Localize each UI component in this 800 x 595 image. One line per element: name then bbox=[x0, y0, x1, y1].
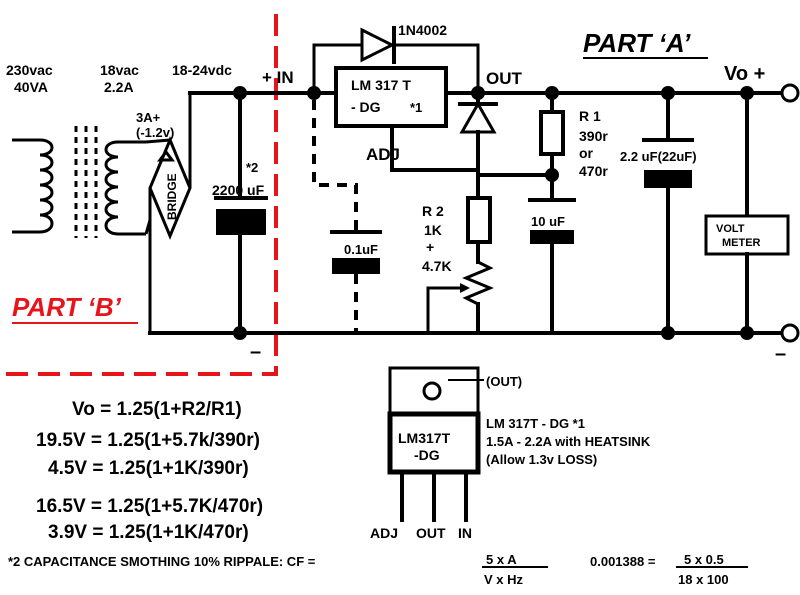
formula-0: Vo = 1.25(1+R2/R1) bbox=[72, 399, 242, 420]
r2-value-plus: + bbox=[426, 239, 434, 255]
package-pin-out: OUT bbox=[416, 525, 446, 541]
capacitor-0-1uf bbox=[312, 100, 382, 333]
formula-1: 19.5V = 1.25(1+5.7k/390r) bbox=[36, 430, 260, 451]
primary-voltage: 230vac bbox=[6, 62, 53, 78]
capacitor-2200uf bbox=[214, 86, 268, 340]
package-pin-adj: ADJ bbox=[370, 525, 398, 541]
voltmeter bbox=[704, 86, 790, 340]
r2-value-2: 4.7K bbox=[422, 258, 452, 274]
left-minus-label: – bbox=[250, 341, 261, 363]
output-minus-label: – bbox=[775, 343, 786, 365]
footer-example-numerator: 5 x 0.5 bbox=[684, 552, 724, 567]
resistor-r1 bbox=[476, 86, 565, 182]
secondary-current: 2.2A bbox=[104, 79, 134, 95]
regulator-in-label: + IN bbox=[262, 68, 294, 87]
notes-line3: (Allow 1.3v LOSS) bbox=[486, 452, 597, 467]
regulator-line2: - DG bbox=[351, 99, 381, 115]
regulator-out-label: OUT bbox=[486, 69, 523, 88]
output-plus-label: Vo + bbox=[724, 63, 765, 85]
r1-value-2: 470r bbox=[579, 163, 608, 179]
primary-power: 40VA bbox=[14, 79, 48, 95]
r1-value-or: or bbox=[579, 145, 594, 161]
cap-main-value: 2200 uF bbox=[212, 182, 265, 198]
voltmeter-line1: VOLT bbox=[716, 223, 745, 235]
bridge-rating: 3A+ bbox=[136, 110, 161, 125]
formula-3: 16.5V = 1.25(1+5.7K/470r) bbox=[36, 496, 263, 517]
cap-adj-value: 0.1uF bbox=[344, 242, 378, 257]
secondary-voltage: 18vac bbox=[100, 62, 139, 78]
terminal-plus[interactable] bbox=[780, 83, 800, 103]
notes-line2: 1.5A - 2.2A with HEATSINK bbox=[486, 434, 651, 449]
package-pin-in: IN bbox=[458, 525, 472, 541]
package-body-line2: -DG bbox=[414, 447, 440, 463]
cap-main-note: *2 bbox=[246, 160, 258, 175]
regulator-line1: LM 317 T bbox=[351, 77, 411, 93]
resistor-r2 bbox=[426, 168, 494, 335]
package-body-line1: LM317T bbox=[398, 430, 451, 446]
voltmeter-line2: METER bbox=[722, 237, 761, 249]
regulator-adj-label: ADJ bbox=[366, 145, 400, 164]
bridge-label: BRIDGE bbox=[165, 173, 179, 220]
transformer bbox=[12, 126, 146, 238]
footer-text: *2 CAPACITANCE SMOTHING 10% RIPPALE: CF … bbox=[8, 554, 316, 569]
package-to220 bbox=[387, 366, 484, 522]
footer-example-lhs: 0.001388 = bbox=[590, 554, 656, 569]
capacitor-10uf bbox=[528, 173, 576, 335]
footer-cf-denominator: V x Hz bbox=[484, 572, 524, 587]
terminal-minus[interactable] bbox=[780, 323, 800, 343]
part-a-title: PART ‘A’ bbox=[583, 28, 691, 58]
part-b-title: PART ‘B’ bbox=[12, 292, 122, 322]
footer-example-denominator: 18 x 100 bbox=[678, 572, 729, 587]
regulator-note: *1 bbox=[410, 100, 422, 115]
regulator-lm317 bbox=[334, 66, 480, 172]
part-b-boundary bbox=[0, 14, 278, 376]
formula-2: 4.5V = 1.25(1+1K/390r) bbox=[48, 458, 249, 479]
cap-10uf-value: 10 uF bbox=[531, 214, 565, 229]
r1-value-1: 390r bbox=[579, 128, 608, 144]
package-tab-label: (OUT) bbox=[486, 374, 522, 389]
dc-voltage-label: 18-24vdc bbox=[172, 62, 232, 78]
cap-output-value: 2.2 uF(22uF) bbox=[620, 149, 697, 164]
bridge-rectifier bbox=[144, 93, 192, 333]
r2-label: R 2 bbox=[422, 203, 444, 219]
bridge-drop: (-1.2v) bbox=[136, 125, 174, 140]
formula-4: 3.9V = 1.25(1+1K/470r) bbox=[48, 522, 249, 543]
diode-1n4002 bbox=[307, 26, 480, 100]
r2-value-1: 1K bbox=[424, 222, 442, 238]
capacitor-output bbox=[642, 86, 694, 340]
notes-line1: LM 317T - DG *1 bbox=[486, 416, 585, 431]
footer-cf-numerator: 5 x A bbox=[486, 552, 517, 567]
r1-label: R 1 bbox=[579, 108, 601, 124]
diode-label: 1N4002 bbox=[398, 22, 447, 38]
